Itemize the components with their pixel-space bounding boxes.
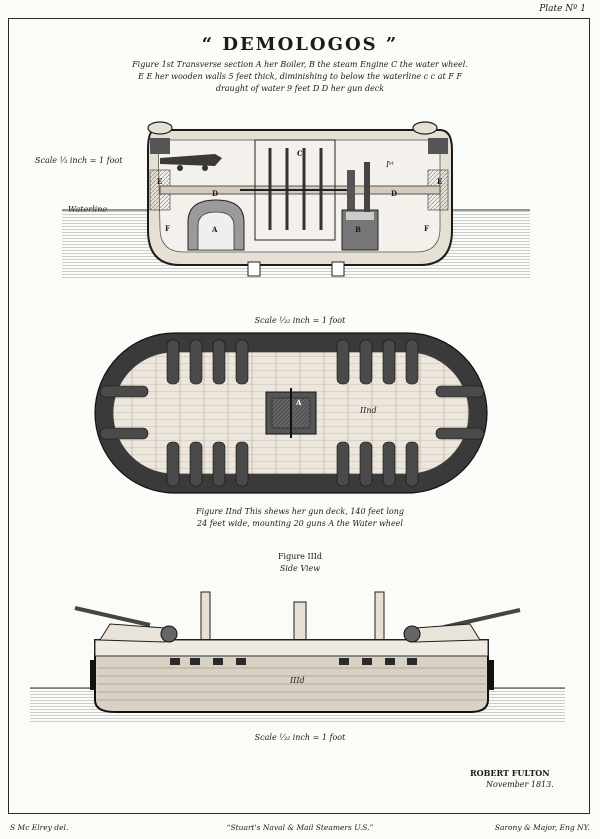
fig3-scale: Scale ⅓₂ inch = 1 foot <box>254 733 346 742</box>
fig1-drawing <box>62 121 530 278</box>
fig1-scale: Scale ⅓ inch = 1 foot <box>35 156 123 165</box>
fig1-caption-line1: Figure 1st Transverse section A her Boil… <box>132 60 468 69</box>
plate-title: “ DEMOLOGOS ” <box>201 34 399 55</box>
fig1-label-f: F <box>165 224 170 233</box>
fig1-label-a: A <box>212 225 218 234</box>
fig1-caption-line3: draught of water 9 feet D D her gun deck <box>215 84 385 93</box>
fig1-label-b: B <box>355 225 361 234</box>
credit-name: ROBERT FULTON <box>470 768 550 778</box>
fig1-label-f2: F <box>424 224 429 233</box>
footer-left: S Mc Elrey del. <box>10 823 69 832</box>
fig3-marker: IIId <box>290 676 305 685</box>
fig1-marker: Iˢᵗ <box>386 160 394 169</box>
plate-number: Plate Nº 1 <box>539 4 586 14</box>
fig2-scale: Scale ⅓₂ inch = 1 foot <box>254 316 346 325</box>
fig2-caption-line1: Figure IInd This shews her gun deck, 140… <box>196 507 404 516</box>
fig2-label-a: A <box>296 398 302 407</box>
footer-right: Sarony & Major, Eng NY. <box>494 823 590 832</box>
fig2-caption-line2: 24 feet wide, mounting 20 guns A the Wat… <box>197 519 403 528</box>
fig1-label-e2: E <box>437 177 443 186</box>
footer-center: “Stuart's Naval & Mail Steamers U.S.” <box>226 823 374 832</box>
fig3-title: Figure IIId <box>277 552 323 561</box>
fig1-caption-line2: E E her wooden walls 5 feet thick, dimin… <box>138 72 462 81</box>
fig2-marker: IInd <box>360 406 377 415</box>
fig1-label-e: E <box>157 177 163 186</box>
fig1-label-c: C <box>297 149 303 158</box>
fig3-drawing <box>30 591 565 722</box>
fig3-subtitle: Side View <box>279 564 321 573</box>
fig1-label-d2: D <box>391 189 398 198</box>
plate-frame <box>8 18 590 814</box>
credit-date: November 1813. <box>486 780 554 789</box>
fig2-drawing <box>94 332 488 494</box>
fig1-label-d: D <box>212 189 219 198</box>
